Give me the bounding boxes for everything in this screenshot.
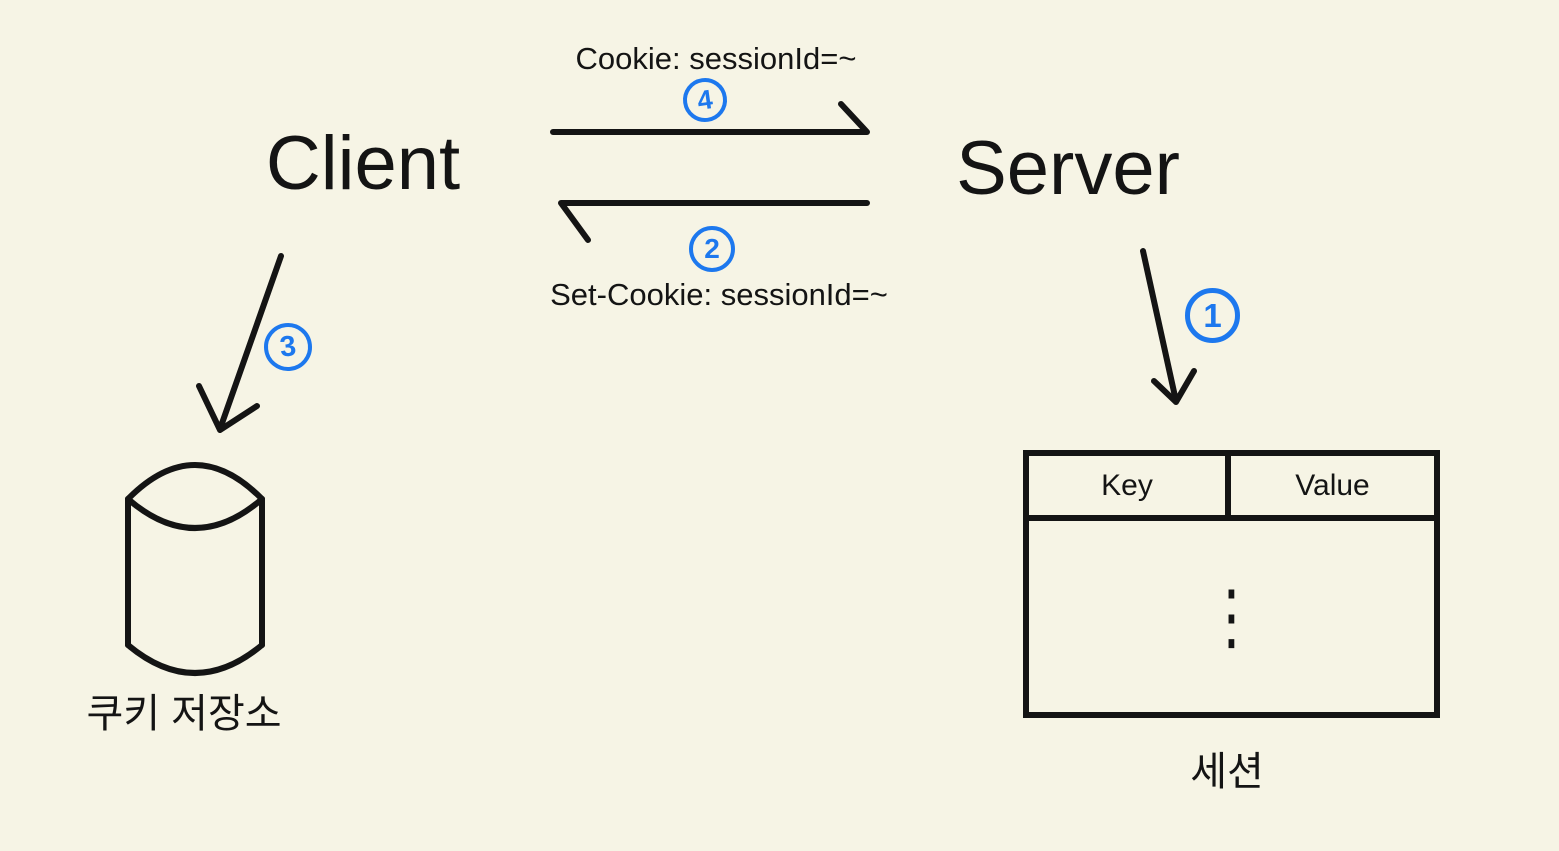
more-rows-ellipsis: ⋮: [1203, 574, 1260, 657]
step-2-badge: 2: [689, 226, 735, 272]
set-cookie-response-label: Set-Cookie: sessionId=~: [550, 277, 888, 312]
session-table-header-key: Key: [1029, 456, 1231, 515]
step-1-badge: 1: [1185, 288, 1240, 343]
session-table: Key Value ⋮: [1023, 450, 1440, 718]
session-table-header-row: Key Value: [1029, 456, 1434, 521]
session-table-header-value: Value: [1295, 468, 1370, 502]
server-to-session-arrow: [1140, 248, 1197, 405]
session-table-body: ⋮: [1029, 521, 1434, 712]
client-node-label: Client: [265, 121, 461, 206]
cookie-request-label: Cookie: sessionId=~: [575, 41, 857, 76]
server-node-label: Server: [956, 126, 1180, 211]
client-to-storage-arrow: [196, 253, 284, 433]
response-arrow: [558, 200, 870, 243]
cookie-storage-label: 쿠키 저장소: [86, 692, 282, 736]
database-cylinder-icon: [125, 462, 265, 676]
request-arrow: [550, 101, 870, 135]
session-label: 세션: [1190, 750, 1264, 794]
